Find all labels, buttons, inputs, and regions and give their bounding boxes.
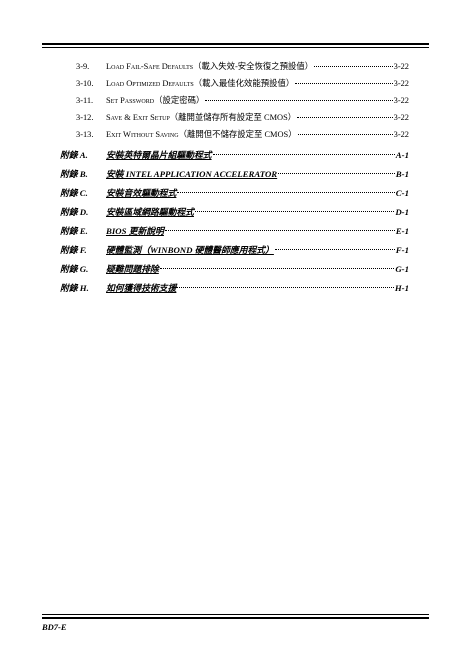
page-number: 3-22 [393, 79, 409, 88]
appendix-title: 如何獲得技術支援 [106, 283, 177, 293]
appendix-label: 附錄 B. [60, 169, 88, 179]
appendix-title: 安裝英特爾晶片組驅動程式 [106, 150, 212, 160]
page-number: H-1 [394, 283, 409, 293]
header-rule-thin [42, 47, 429, 48]
toc-appendix-d[interactable]: 附錄 D. 安裝區域網路驅動程式 D-1 [60, 204, 409, 220]
section-title: Exit Without Saving（離開但不儲存設定至 CMOS） [106, 130, 297, 139]
manual-code: BD7-E [42, 622, 67, 632]
toc-appendix-c[interactable]: 附錄 C. 安裝音效驅動程式 C-1 [60, 185, 409, 201]
header-rule-thick [42, 43, 429, 45]
page-number: F-1 [395, 245, 409, 255]
appendix-title: 安裝 INTEL APPLICATION ACCELERATOR [106, 169, 278, 179]
dot-leader [159, 260, 395, 269]
page-number: 3-22 [393, 62, 409, 71]
page-number: 3-22 [393, 113, 409, 122]
page-number: B-1 [395, 169, 409, 179]
toc-appendix-f[interactable]: 附錄 F. 硬體監測（WINBOND 硬體醫師應用程式） F-1 [60, 242, 409, 258]
section-title: Set Password（設定密碼） [106, 96, 205, 105]
section-number: 3-11. [76, 96, 94, 105]
section-number: 3-13. [76, 130, 94, 139]
appendix-title: BIOS 更新說明 [106, 226, 164, 236]
section-title: Save & Exit Setup（離開並儲存所有設定至 CMOS） [106, 113, 297, 122]
dot-leader [295, 75, 393, 84]
toc-entry-3-13[interactable]: 3-13. Exit Without Saving（離開但不儲存設定至 CMOS… [76, 128, 409, 142]
dot-leader [177, 184, 395, 193]
appendix-title: 安裝區域網路驅動程式 [106, 207, 194, 217]
dot-leader [297, 109, 393, 118]
dot-leader [274, 241, 395, 250]
toc-appendix-e[interactable]: 附錄 E. BIOS 更新說明 E-1 [60, 223, 409, 239]
section-title: Load Optimized Defaults（載入最佳化效能預設值） [106, 79, 295, 88]
page-number: C-1 [395, 188, 409, 198]
section-number: 3-10. [76, 79, 94, 88]
page-number: 3-22 [393, 130, 409, 139]
toc-entry-3-12[interactable]: 3-12. Save & Exit Setup（離開並儲存所有設定至 CMOS）… [76, 111, 409, 125]
appendix-label: 附錄 C. [60, 188, 88, 198]
page-number: E-1 [395, 226, 409, 236]
appendix-label: 附錄 A. [60, 150, 88, 160]
dot-leader [164, 222, 395, 231]
toc-appendix-a[interactable]: 附錄 A. 安裝英特爾晶片組驅動程式 A-1 [60, 147, 409, 163]
dot-leader [278, 165, 395, 174]
page-number: D-1 [395, 207, 409, 217]
page-number: G-1 [395, 264, 409, 274]
dot-leader [314, 58, 393, 67]
dot-leader [194, 203, 395, 212]
dot-leader [177, 279, 394, 288]
appendix-title: 疑難問題排除 [106, 264, 159, 274]
dot-leader [297, 126, 393, 135]
appendix-label: 附錄 D. [60, 207, 89, 217]
section-title: Load Fail-Safe Defaults（載入失效-安全恢復之預設值） [106, 62, 314, 71]
toc-entry-3-11[interactable]: 3-11. Set Password（設定密碼） 3-22 [76, 94, 409, 108]
section-number: 3-12. [76, 113, 94, 122]
toc-appendix-g[interactable]: 附錄 G. 疑難問題排除 G-1 [60, 261, 409, 277]
appendix-title: 安裝音效驅動程式 [106, 188, 177, 198]
page-number: 3-22 [393, 96, 409, 105]
toc-appendix-b[interactable]: 附錄 B. 安裝 INTEL APPLICATION ACCELERATOR B… [60, 166, 409, 182]
dot-leader [205, 92, 393, 101]
footer-rule-thick [42, 617, 429, 619]
appendix-title: 硬體監測（WINBOND 硬體醫師應用程式） [106, 245, 274, 255]
appendix-label: 附錄 F. [60, 245, 87, 255]
appendix-label: 附錄 E. [60, 226, 88, 236]
toc-entry-3-9[interactable]: 3-9. Load Fail-Safe Defaults（載入失效-安全恢復之預… [76, 60, 409, 74]
page-number: A-1 [395, 150, 409, 160]
appendix-label: 附錄 H. [60, 283, 89, 293]
dot-leader [212, 146, 395, 155]
appendix-label: 附錄 G. [60, 264, 89, 274]
toc-entry-3-10[interactable]: 3-10. Load Optimized Defaults（載入最佳化效能預設值… [76, 77, 409, 91]
toc-appendix-h[interactable]: 附錄 H. 如何獲得技術支援 H-1 [60, 280, 409, 296]
section-number: 3-9. [76, 62, 90, 71]
footer-rule-thin [42, 614, 429, 615]
